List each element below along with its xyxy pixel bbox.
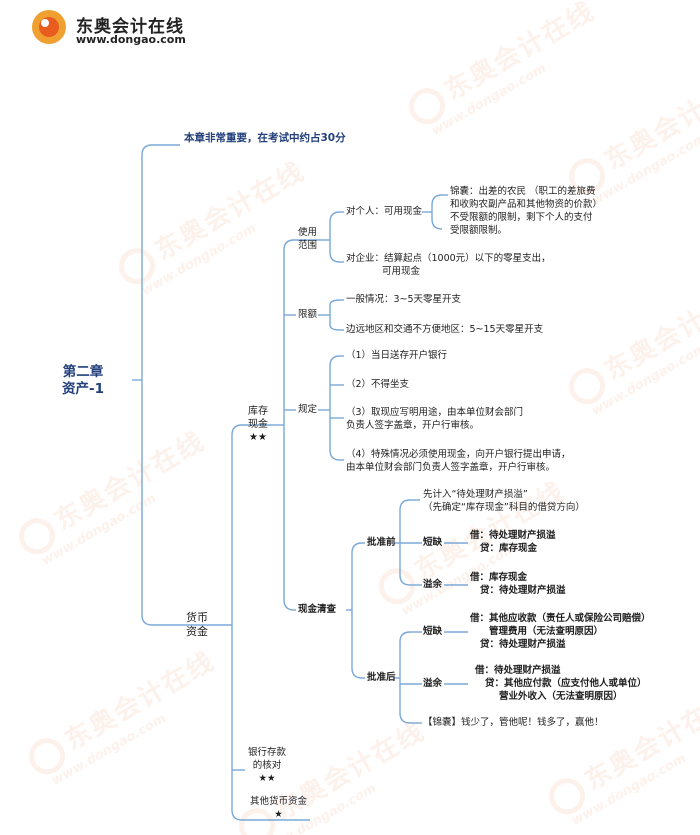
node-line: 先计入“待处理财产损溢” <box>423 489 528 500</box>
chapter-note: 本章非常重要，在考试中约占30分 <box>184 132 346 144</box>
node-line: 可用现金 <box>382 266 421 277</box>
node-duanque-before: 短缺 <box>423 537 443 548</box>
node-yiyu-before: 溢余 <box>423 579 443 590</box>
tip-line: 锦囊：出差的农民 （职工的差旅费 <box>450 186 596 197</box>
entry-line: 借：待处理财产损溢 <box>475 665 561 676</box>
root-subtitle: 资产-1 <box>62 381 104 397</box>
entry-line: 借：库存现金 <box>470 572 528 583</box>
node-pizhunhou: 批准后 <box>367 672 396 683</box>
rule-4: （4）特殊情况必须使用现金，向开户银行提出申请， 由本单位财会部门负责人签字盖章… <box>346 448 571 474</box>
root-node: 第二章 资产-1 <box>62 364 104 398</box>
star-rating: ★ <box>274 809 283 820</box>
node-huobi: 货币 资金 <box>186 611 208 639</box>
rule-line: （3）取现应写明用途，由本单位财会部门 <box>346 407 524 418</box>
tip-jinnang-1: 锦囊：出差的农民 （职工的差旅费 和收购农副产品和其他物资的价款） 不受限额的限… <box>450 185 602 237</box>
star-rating: ★★ <box>258 773 276 784</box>
rule-line: 负责人签字盖章，开户行审核。 <box>346 420 480 431</box>
entry-yiyu-after: 借：待处理财产损溢 贷：其他应付款（应支付他人或单位） 营业外收入（无法查明原因… <box>475 664 647 703</box>
node-label: 银行存款 <box>248 747 287 758</box>
root-title: 第二章 <box>62 364 104 380</box>
entry-line: 贷：待处理财产损溢 <box>480 639 566 650</box>
node-label: 现金 <box>248 419 268 430</box>
entry-line: 营业外收入（无法查明原因） <box>499 691 623 702</box>
node-qita: 其他货币资金 ★ <box>250 795 307 821</box>
node-duigeren: 对个人：可用现金 <box>346 206 423 217</box>
node-yiban: 一般情况：3~5天零星开支 <box>346 294 462 305</box>
node-label: 库存 <box>248 406 268 417</box>
node-xiane: 限额 <box>298 309 318 320</box>
entry-line: 贷：其他应付款（应支付他人或单位） <box>485 678 647 689</box>
entry-line: 借：其他应收款（责任人或保险公司赔偿） <box>470 613 651 624</box>
entry-line: 管理费用（无法查明原因） <box>489 626 604 637</box>
brand-name: 东奥会计在线 <box>76 17 184 37</box>
tip-line: 受限额限制。 <box>450 225 508 236</box>
entry-yiyu-before: 借：库存现金 贷：待处理财产损溢 <box>470 571 566 597</box>
node-shiyong: 使用 范围 <box>298 226 317 252</box>
node-xianji: 先计入“待处理财产损溢” （先确定“库存现金”科目的借贷方向） <box>423 488 585 514</box>
tip-line: 和收购农副产品和其他物资的价款） <box>450 199 603 210</box>
tip-jinnang-2: 【锦囊】钱少了，管他呢！钱多了，赢他！ <box>423 717 604 728</box>
node-line: （先确定“库存现金”科目的借贷方向） <box>423 502 585 513</box>
node-label: 货币 <box>186 611 208 624</box>
rule-line: （4）特殊情况必须使用现金，向开户银行提出申请， <box>346 449 571 460</box>
node-line: 对企业：结算起点（1000元）以下的零星支出， <box>346 253 551 264</box>
node-yiyu-after: 溢余 <box>423 678 443 689</box>
node-label: 的核对 <box>252 760 282 771</box>
node-qingcha: 现金清查 <box>298 604 337 615</box>
node-label: 使用 <box>298 227 318 238</box>
node-bianyuan: 边远地区和交通不方便地区：5~15天零星开支 <box>346 324 544 335</box>
dongao-logo-icon <box>32 10 66 44</box>
node-yinhang: 银行存款 的核对 ★★ <box>248 746 286 785</box>
entry-line: 贷：库存现金 <box>480 543 538 554</box>
entry-duanque-before: 借：待处理财产损溢 贷：库存现金 <box>470 529 556 555</box>
node-label: 资金 <box>186 625 208 638</box>
brand-url: www.dongao.com <box>76 33 186 46</box>
node-label: 范围 <box>298 240 318 251</box>
rule-line: 由本单位财会部门负责人签字盖章，开户行审核。 <box>346 462 556 473</box>
node-duiqiye: 对企业：结算起点（1000元）以下的零星支出， 可用现金 <box>346 252 551 278</box>
tip-line: 不受限额的限制，剩下个人的支付 <box>450 212 593 223</box>
entry-line: 贷：待处理财产损溢 <box>480 585 566 596</box>
node-kucun: 库存 现金 ★★ <box>248 405 268 444</box>
rule-3: （3）取现应写明用途，由本单位财会部门 负责人签字盖章，开户行审核。 <box>346 406 523 432</box>
node-duanque-after: 短缺 <box>423 626 443 637</box>
entry-line: 借：待处理财产损溢 <box>470 530 556 541</box>
star-rating: ★★ <box>249 432 267 443</box>
rule-2: （2）不得坐支 <box>346 379 410 390</box>
node-pizhunqian: 批准前 <box>367 537 396 548</box>
node-guiding: 规定 <box>298 404 318 415</box>
rule-1: （1）当日送存开户银行 <box>346 350 448 361</box>
entry-duanque-after: 借：其他应收款（责任人或保险公司赔偿） 管理费用（无法查明原因） 贷：待处理财产… <box>470 612 651 651</box>
node-label: 其他货币资金 <box>250 796 308 807</box>
